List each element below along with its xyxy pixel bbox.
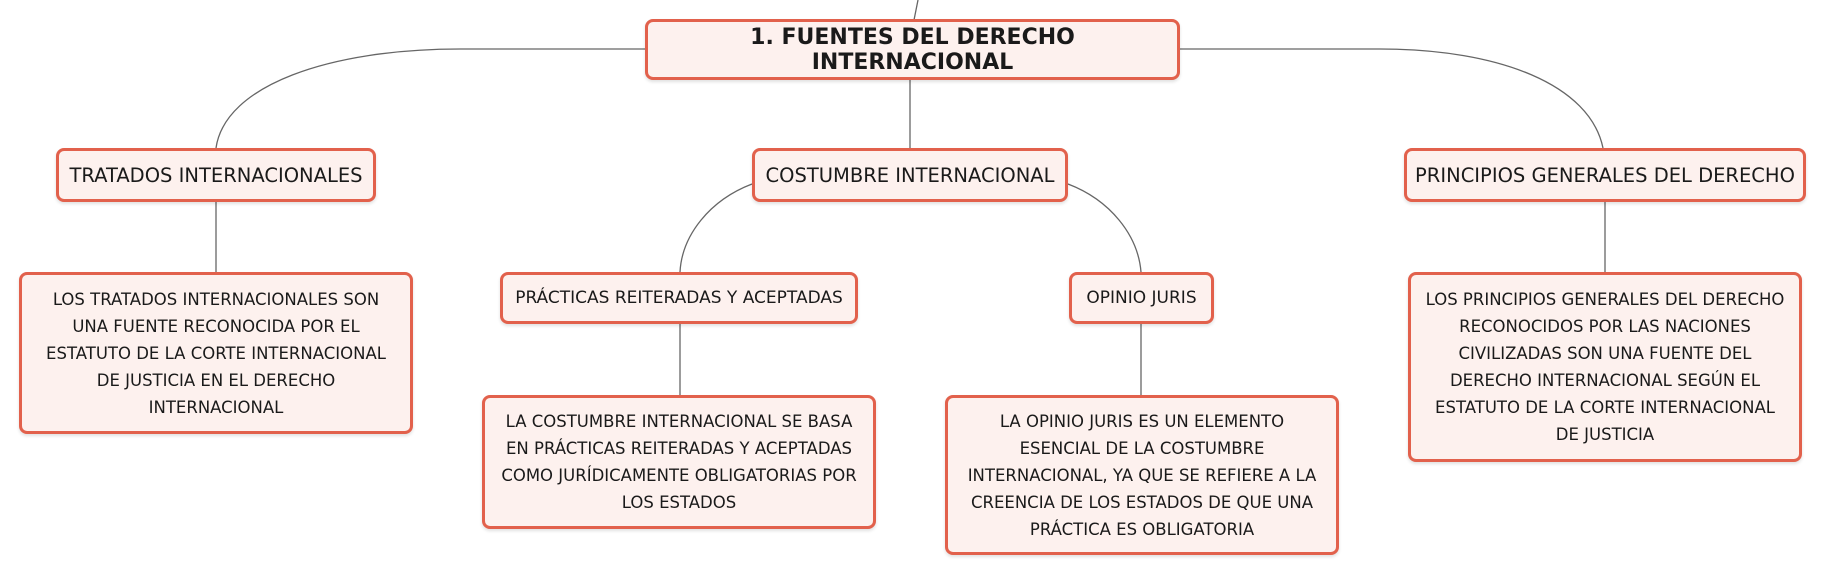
connector-parent-to-root: [913, 0, 919, 21]
node-label: COSTUMBRE INTERNACIONAL: [765, 163, 1055, 187]
node-practicas-reiteradas[interactable]: PRÁCTICAS REITERADAS Y ACEPTADAS: [500, 272, 858, 324]
connector-root-to-tratados: [215, 48, 645, 149]
node-opinio-juris[interactable]: OPINIO JURIS: [1069, 272, 1214, 324]
node-principios-generales[interactable]: PRINCIPIOS GENERALES DEL DERECHO: [1404, 148, 1806, 202]
description-text: LOS TRATADOS INTERNACIONALES SON UNA FUE…: [46, 289, 386, 417]
description-tratados[interactable]: LOS TRATADOS INTERNACIONALES SON UNA FUE…: [19, 272, 413, 434]
description-text: LA OPINIO JURIS ES UN ELEMENTO ESENCIAL …: [967, 411, 1317, 539]
connector-costumbre-to-opinio: [1067, 183, 1142, 273]
root-node[interactable]: 1. FUENTES DEL DERECHO INTERNACIONAL: [645, 19, 1180, 80]
description-text: LA COSTUMBRE INTERNACIONAL SE BASA EN PR…: [501, 412, 857, 512]
description-opinio-juris[interactable]: LA OPINIO JURIS ES UN ELEMENTO ESENCIAL …: [945, 395, 1339, 555]
root-node-label: 1. FUENTES DEL DERECHO INTERNACIONAL: [750, 24, 1075, 75]
node-costumbre-internacional[interactable]: COSTUMBRE INTERNACIONAL: [752, 148, 1068, 202]
connector-costumbre-to-practicas: [679, 183, 753, 273]
node-label: PRINCIPIOS GENERALES DEL DERECHO: [1415, 163, 1795, 187]
description-text: LOS PRINCIPIOS GENERALES DEL DERECHO REC…: [1425, 290, 1785, 444]
node-label: OPINIO JURIS: [1086, 288, 1197, 308]
node-tratados-internacionales[interactable]: TRATADOS INTERNACIONALES: [56, 148, 376, 202]
description-practicas[interactable]: LA COSTUMBRE INTERNACIONAL SE BASA EN PR…: [482, 395, 876, 529]
node-label: TRATADOS INTERNACIONALES: [69, 163, 363, 187]
node-label: PRÁCTICAS REITERADAS Y ACEPTADAS: [515, 288, 843, 308]
connector-root-to-principios: [1180, 48, 1604, 149]
description-principios[interactable]: LOS PRINCIPIOS GENERALES DEL DERECHO REC…: [1408, 272, 1802, 462]
